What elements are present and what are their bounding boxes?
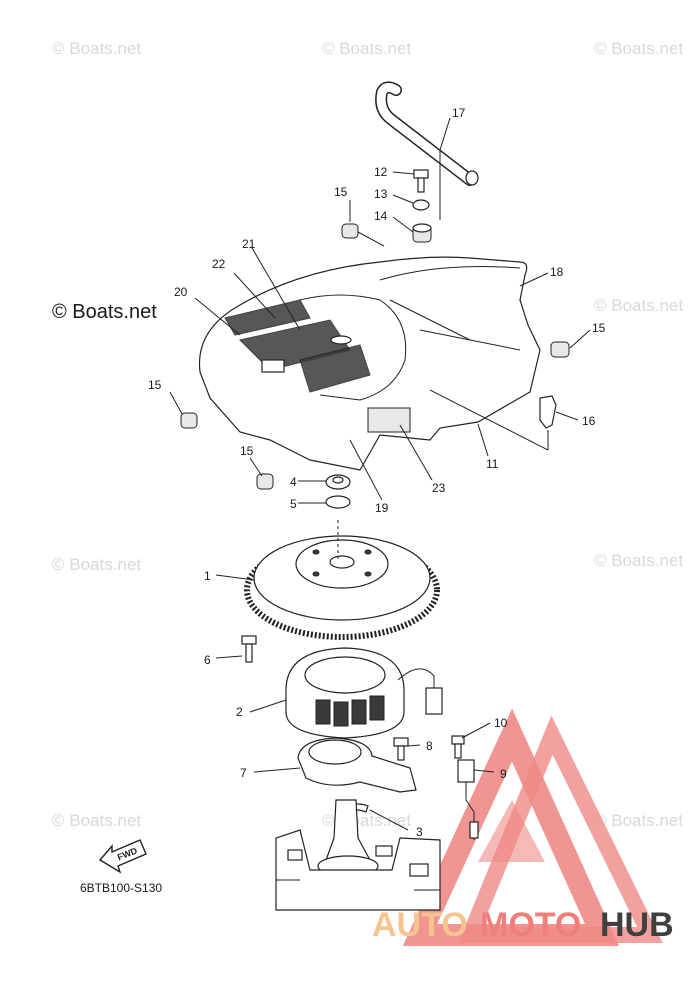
nut-4 [325, 474, 351, 490]
fwd-arrow-icon: FWD [98, 839, 147, 874]
callout-6: 6 [204, 653, 211, 667]
callout-16: 16 [582, 414, 596, 428]
callout-13: 13 [374, 187, 388, 201]
watermark: © Boats.net [594, 296, 683, 315]
callout-18: 18 [550, 265, 564, 279]
brand-logo-icon [402, 708, 663, 946]
watermark: © Boats.net [52, 555, 141, 574]
callout-15: 15 [240, 444, 254, 458]
grommet-15 [180, 223, 570, 490]
callout-14: 14 [374, 209, 388, 223]
clip-16 [539, 395, 557, 429]
callout-2: 2 [236, 705, 243, 719]
callout-12: 12 [374, 165, 388, 179]
callout-20: 20 [174, 285, 188, 299]
grommet-14 [412, 223, 432, 243]
watermark: © Boats.net [52, 39, 141, 58]
callout-15: 15 [592, 321, 606, 335]
callout-23: 23 [432, 481, 446, 495]
callout-15: 15 [334, 185, 348, 199]
callout-9: 9 [500, 767, 507, 781]
bracket-7 [297, 737, 417, 793]
callout-1: 1 [204, 569, 211, 583]
bolt-8 [393, 737, 409, 761]
washer-5 [325, 495, 351, 509]
flywheel-1 [244, 535, 440, 640]
diagram-code: 6BTB100-S130 [80, 881, 162, 895]
callout-7: 7 [240, 766, 247, 780]
main-watermark: © Boats.net [52, 301, 157, 323]
watermark: © Boats.net [322, 39, 411, 58]
callout-11: 11 [486, 457, 499, 471]
callout-3: 3 [416, 825, 423, 839]
washer-13 [412, 199, 430, 211]
brand-part1: AUTO [372, 906, 468, 944]
brand-part3: HUB [600, 906, 674, 944]
hose-17 [375, 81, 479, 186]
brand-part2: MOTO [480, 906, 581, 944]
watermark: © Boats.net [594, 39, 683, 58]
watermark: © Boats.net [594, 551, 683, 570]
callout-5: 5 [290, 497, 297, 511]
bolt-12 [413, 169, 429, 193]
stator-2 [285, 647, 443, 739]
watermark: © Boats.net [52, 811, 141, 830]
leader-lines [169, 117, 591, 831]
watermark: © Boats.net [594, 811, 683, 830]
callout-15: 15 [148, 378, 162, 392]
callout-17: 17 [452, 106, 466, 120]
callout-4: 4 [290, 475, 297, 489]
callout-8: 8 [426, 739, 433, 753]
pulser-coil-9 [457, 759, 479, 840]
callout-21: 21 [242, 237, 256, 251]
callout-22: 22 [212, 257, 226, 271]
callout-10: 10 [494, 716, 508, 730]
brand-wordmark: AUTO MOTO HUB [372, 906, 674, 944]
flywheel-cover [198, 256, 541, 471]
engine-block [275, 829, 441, 911]
bolt-6 [241, 635, 257, 663]
callout-19: 19 [375, 501, 389, 515]
callout-labels: 1 2 3 4 5 6 7 8 9 10 11 12 13 14 15 15 1… [148, 106, 606, 839]
bolt-10 [451, 735, 465, 759]
